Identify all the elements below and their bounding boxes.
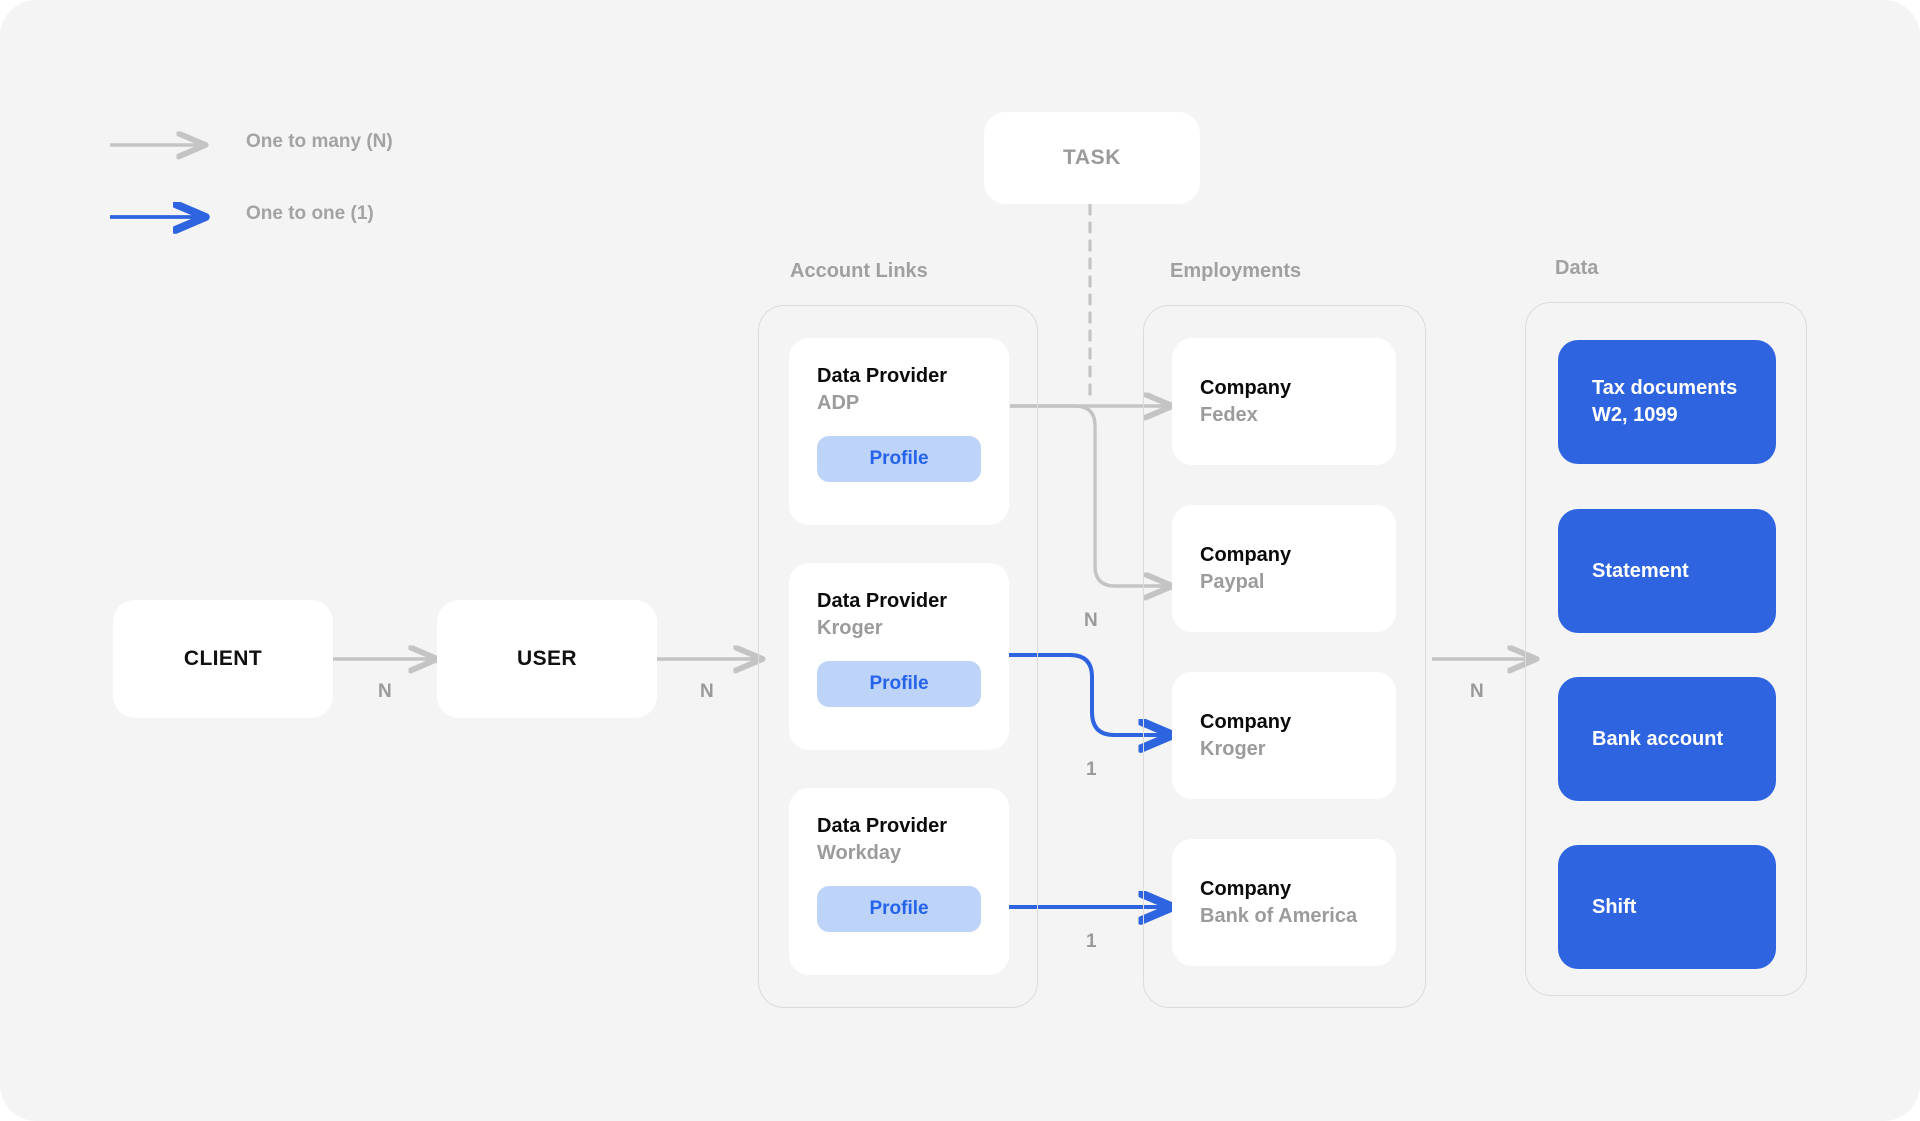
column-header-account-links: Account Links bbox=[790, 260, 928, 282]
column-header-data: Data bbox=[1555, 257, 1599, 279]
edge-label-client-to-user: N bbox=[378, 681, 392, 702]
data-card-label: Statement bbox=[1592, 559, 1689, 582]
profile-button-adp[interactable]: Profile bbox=[817, 436, 981, 482]
edge-label-kroger-to-company-kroger: 1 bbox=[1086, 759, 1097, 780]
profile-button-kroger[interactable]: Profile bbox=[817, 661, 981, 707]
data-card-bank-account[interactable]: Bank account bbox=[1558, 677, 1776, 801]
data-card-statement[interactable]: Statement bbox=[1558, 509, 1776, 633]
legend-item-one-to-one: One to one (1) bbox=[246, 203, 374, 225]
employment-name: Paypal bbox=[1200, 570, 1265, 593]
task-node[interactable]: TASK bbox=[984, 112, 1200, 204]
employment-card-fedex[interactable]: Company Fedex bbox=[1172, 338, 1396, 465]
account-link-card-adp[interactable]: Data Provider ADP Profile bbox=[789, 338, 1009, 525]
user-label: USER bbox=[517, 647, 577, 670]
data-card-shift[interactable]: Shift bbox=[1558, 845, 1776, 969]
legend-label-one-to-many: One to many (N) bbox=[246, 131, 393, 152]
client-label: CLIENT bbox=[183, 647, 263, 670]
account-link-title: Data Provider bbox=[817, 365, 948, 387]
task-label: TASK bbox=[1062, 146, 1121, 169]
edge-label-adp-to-paypal: N bbox=[1084, 610, 1098, 631]
employments-group bbox=[1143, 305, 1426, 1008]
data-card-tax-documents[interactable]: Tax documents W2, 1099 bbox=[1558, 340, 1776, 464]
edge-label-user-to-account-links: N bbox=[700, 681, 714, 702]
account-link-name: ADP bbox=[817, 392, 860, 414]
account-links-group bbox=[758, 305, 1038, 1008]
data-card-label: Tax documents W2, 1099 bbox=[1592, 377, 1738, 426]
employment-title: Company bbox=[1200, 376, 1292, 399]
legend-item-one-to-many: One to many (N) bbox=[246, 131, 393, 153]
profile-button-label: Profile bbox=[869, 673, 929, 694]
employment-card-kroger[interactable]: Company Kroger bbox=[1172, 672, 1396, 799]
edge-label-workday-to-bank-of-america: 1 bbox=[1086, 931, 1097, 952]
user-node[interactable]: USER bbox=[437, 600, 657, 718]
employment-title: Company bbox=[1200, 710, 1292, 733]
account-link-title: Data Provider bbox=[817, 590, 948, 612]
employment-name: Fedex bbox=[1200, 403, 1258, 426]
account-link-card-kroger[interactable]: Data Provider Kroger Profile bbox=[789, 563, 1009, 750]
data-group bbox=[1525, 302, 1807, 996]
employment-name: Bank of America bbox=[1200, 904, 1358, 927]
employment-title: Company bbox=[1200, 877, 1292, 900]
profile-button-workday[interactable]: Profile bbox=[817, 886, 981, 932]
account-link-name: Kroger bbox=[817, 617, 883, 639]
edge-label-employments-to-data: N bbox=[1470, 681, 1484, 702]
client-node[interactable]: CLIENT bbox=[113, 600, 333, 718]
employment-card-paypal[interactable]: Company Paypal bbox=[1172, 505, 1396, 632]
employment-card-bank-of-america[interactable]: Company Bank of America bbox=[1172, 839, 1396, 966]
account-link-title: Data Provider bbox=[817, 815, 948, 837]
data-card-label: Bank account bbox=[1592, 727, 1724, 750]
column-header-employments: Employments bbox=[1170, 260, 1302, 282]
legend-label-one-to-one: One to one (1) bbox=[246, 203, 374, 224]
account-link-name: Workday bbox=[817, 842, 902, 864]
profile-button-label: Profile bbox=[869, 898, 929, 919]
profile-button-label: Profile bbox=[869, 448, 929, 469]
account-link-card-workday[interactable]: Data Provider Workday Profile bbox=[789, 788, 1009, 975]
data-card-label: Shift bbox=[1592, 895, 1637, 918]
employment-name: Kroger bbox=[1200, 737, 1266, 760]
employment-title: Company bbox=[1200, 543, 1292, 566]
